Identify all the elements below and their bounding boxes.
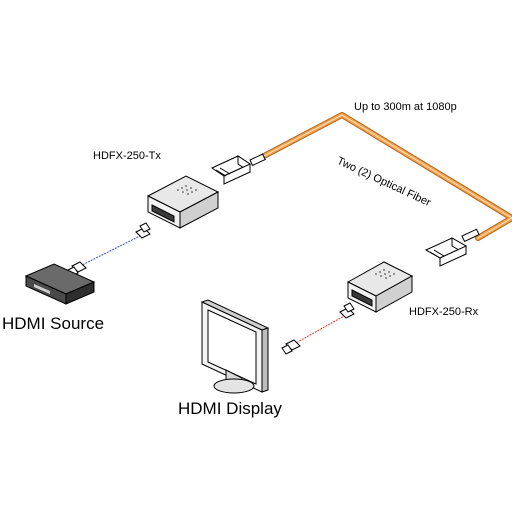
fiber-strand-inner [261, 114, 512, 239]
display-cable-plug-top [339, 302, 355, 319]
monitor-screen [207, 309, 257, 385]
display-label: HDMI Display [178, 399, 282, 418]
source-cable-plug-top [135, 222, 151, 239]
source-hdmi-cable [67, 222, 151, 277]
hdmi-display-monitor [200, 299, 270, 394]
tx-port [151, 204, 175, 223]
display-cable-plug-bottom [281, 339, 301, 355]
source-label: HDMI Source [2, 314, 105, 333]
display-hdmi-cable [281, 302, 355, 355]
tx-fiber-connector [210, 153, 266, 185]
source-panel [34, 284, 50, 294]
rx-vent-dots [375, 269, 395, 279]
rx-side [375, 275, 413, 313]
tx-side [179, 191, 219, 229]
fiber-cable [259, 112, 512, 241]
transmitter-label: HDFX-250-Tx [93, 150, 161, 162]
rx-fiber-connector [424, 228, 480, 267]
tx-vent-dots [177, 185, 197, 195]
receiver-device [346, 261, 414, 313]
receiver-label: HDFX-250-Rx [409, 306, 479, 318]
hdmi-source-device [24, 263, 96, 305]
monitor-base [213, 378, 255, 394]
rx-port [351, 289, 373, 307]
monitor-right-edge [261, 327, 269, 393]
source-side [65, 281, 95, 305]
transmitter-device [146, 175, 220, 229]
distance-label: Up to 300m at 1080p [354, 101, 457, 113]
